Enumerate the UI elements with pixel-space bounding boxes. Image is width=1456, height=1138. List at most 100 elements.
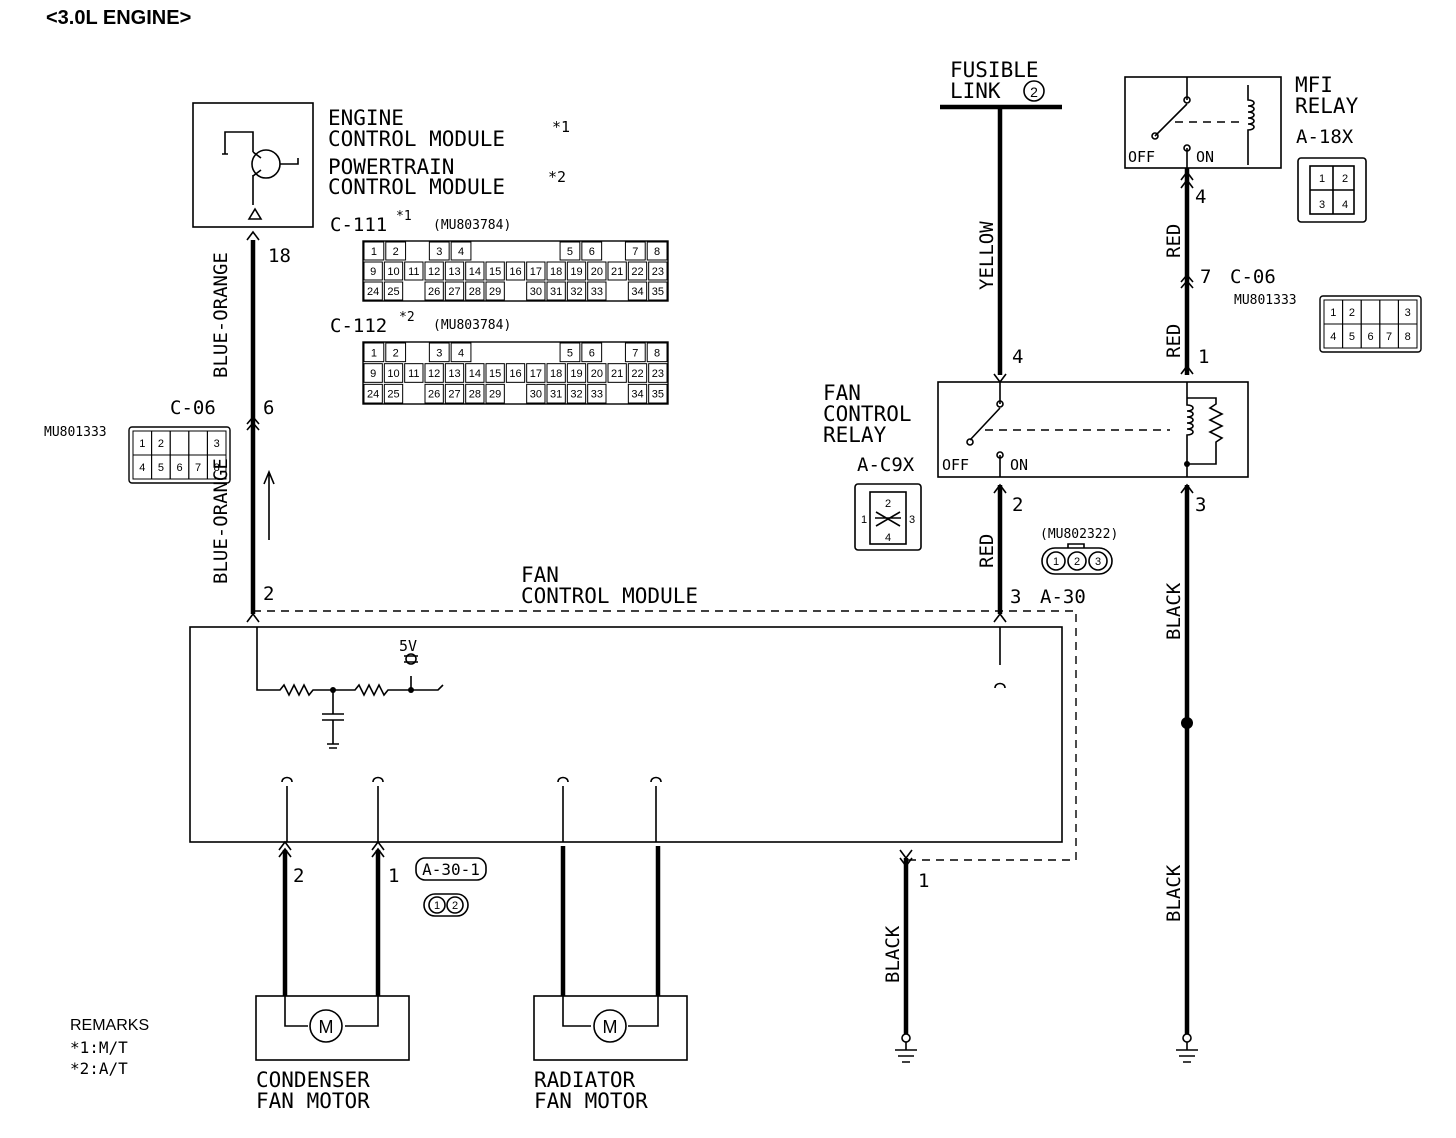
pcm-label-line2: CONTROL MODULE (328, 175, 505, 199)
connector-pin: 17 (530, 266, 542, 278)
connector-pin: 18 (550, 266, 562, 278)
connector-pin: 9 (370, 266, 376, 278)
ground-symbol-right (1176, 1033, 1198, 1063)
fan-relay-pin-4: 4 (1012, 346, 1023, 368)
page-title: <3.0L ENGINE> (46, 7, 191, 29)
connector-pin: 10 (387, 368, 399, 380)
connector-pin: 3 (436, 246, 442, 258)
connector-pin: 6 (176, 462, 182, 474)
connector-pin: 13 (448, 266, 460, 278)
a301-connector: A-30-1 1 2 (415, 857, 487, 917)
wire-label-black-lower: BLACK (1163, 864, 1185, 922)
c06-right-part-number: MU801333 (1234, 293, 1297, 308)
connector-pin: 23 (652, 266, 664, 278)
connector-pin: 4 (1330, 331, 1336, 343)
fan-module-pin-1: 1 (918, 870, 929, 892)
connector-pin: 12 (428, 368, 440, 380)
condenser-motor-symbol: M (319, 1017, 334, 1037)
connector-pin: 7 (632, 347, 638, 359)
connector-pin: 25 (387, 389, 399, 401)
connector-pin: 4 (458, 347, 464, 359)
fan-relay-code: A-C9X (857, 454, 915, 476)
fan-control-module: FAN CONTROL MODULE 5V (189, 563, 1077, 861)
condenser-pin-1: 1 (388, 865, 399, 887)
connector-pin: 30 (530, 286, 542, 298)
connector-pin: 35 (652, 389, 664, 401)
c112-part-number: (MU803784) (433, 318, 511, 333)
ecm-mark-1: *1 (552, 118, 570, 136)
connector-pin: 32 (570, 389, 582, 401)
a301-pin-2: 2 (452, 900, 458, 912)
splice-point (1181, 717, 1193, 729)
a301-label: A-30-1 (422, 860, 480, 879)
connector-pin: 8 (654, 347, 660, 359)
connector-pin: 1 (371, 246, 377, 258)
engine-control-module: ENGINE CONTROL MODULE *1 POWERTRAIN CONT… (192, 102, 570, 228)
connector-pin: 19 (570, 266, 582, 278)
a30-part-number: (MU802322) (1040, 527, 1118, 542)
mfi-pin-4: 4 (1342, 199, 1348, 211)
mfi-pin-1: 1 (1319, 173, 1325, 185)
connector-pin: 34 (631, 286, 643, 298)
connector-pin: 33 (591, 286, 603, 298)
connector-pin: 12 (428, 266, 440, 278)
connector-pin: 23 (652, 368, 664, 380)
c06-left-part-number: MU801333 (44, 425, 107, 440)
connector-pin: 4 (139, 462, 145, 474)
mfi-relay-label-line2: RELAY (1295, 94, 1359, 118)
a30-pin-1: 1 (1053, 556, 1059, 568)
ecm-label-line2: CONTROL MODULE (328, 127, 505, 151)
fan-module-voltage: 5V (399, 637, 417, 655)
connector-pin: 6 (589, 246, 595, 258)
connector-pin: 8 (654, 246, 660, 258)
connector-pin: 3 (436, 347, 442, 359)
fan-relay-face-pin-2: 2 (885, 498, 891, 510)
connector-pin: 5 (158, 462, 164, 474)
connector-pin: 26 (428, 286, 440, 298)
connector-pin: 5 (567, 246, 573, 258)
condenser-label-line2: FAN MOTOR (256, 1089, 370, 1113)
c111-part-number: (MU803784) (433, 218, 511, 233)
fan-relay-pin-2: 2 (1012, 494, 1023, 516)
connector-pin: 9 (370, 368, 376, 380)
a30-pin-2: 2 (1074, 556, 1080, 568)
connector-pin: 14 (469, 368, 481, 380)
mfi-relay-pin-4: 4 (1195, 186, 1206, 208)
connector-pin: 2 (393, 347, 399, 359)
connector-pin: 1 (1330, 307, 1336, 319)
connector-pin: 4 (458, 246, 464, 258)
fan-module-pin-3: 3 (1010, 586, 1021, 608)
a30-label: A-30 (1040, 586, 1086, 608)
c06-right-pin: 7 (1200, 266, 1211, 288)
connector-pin: 28 (469, 286, 481, 298)
wire-label-blue-orange-lower: BLUE-ORANGE (210, 458, 232, 584)
connector-pin: 11 (408, 368, 419, 380)
connector-pin: 1 (371, 347, 377, 359)
mfi-relay-off: OFF (1128, 148, 1155, 166)
connector-pin: 16 (509, 368, 521, 380)
connector-pin: 8 (214, 462, 220, 474)
connector-pin: 24 (367, 389, 379, 401)
condenser-label-line1: CONDENSER (256, 1068, 370, 1092)
fan-relay-label-line3: RELAY (823, 423, 887, 447)
connector-pin: 21 (611, 368, 623, 380)
radiator-fan-motor: M RADIATOR FAN MOTOR (533, 995, 688, 1113)
wire-label-red-middle: RED (1163, 324, 1185, 358)
connector-pin: 31 (550, 286, 562, 298)
wire-label-black-ground: BLACK (882, 925, 904, 983)
fan-relay-face-pin-3: 3 (909, 514, 915, 526)
connector-pin: 27 (448, 389, 460, 401)
fan-module-pin-2: 2 (263, 583, 274, 605)
connector-pin: 10 (387, 266, 399, 278)
c06-right-label: C-06 (1230, 266, 1276, 288)
fusible-link-label-line1: FUSIBLE (950, 58, 1039, 82)
fan-relay-off: OFF (942, 456, 969, 474)
connector-pin: 24 (367, 286, 379, 298)
connector-pin: 30 (530, 389, 542, 401)
a30-connector-face: 1 2 3 (1041, 543, 1113, 575)
connector-pin: 16 (509, 266, 521, 278)
connector-pin: 33 (591, 389, 603, 401)
